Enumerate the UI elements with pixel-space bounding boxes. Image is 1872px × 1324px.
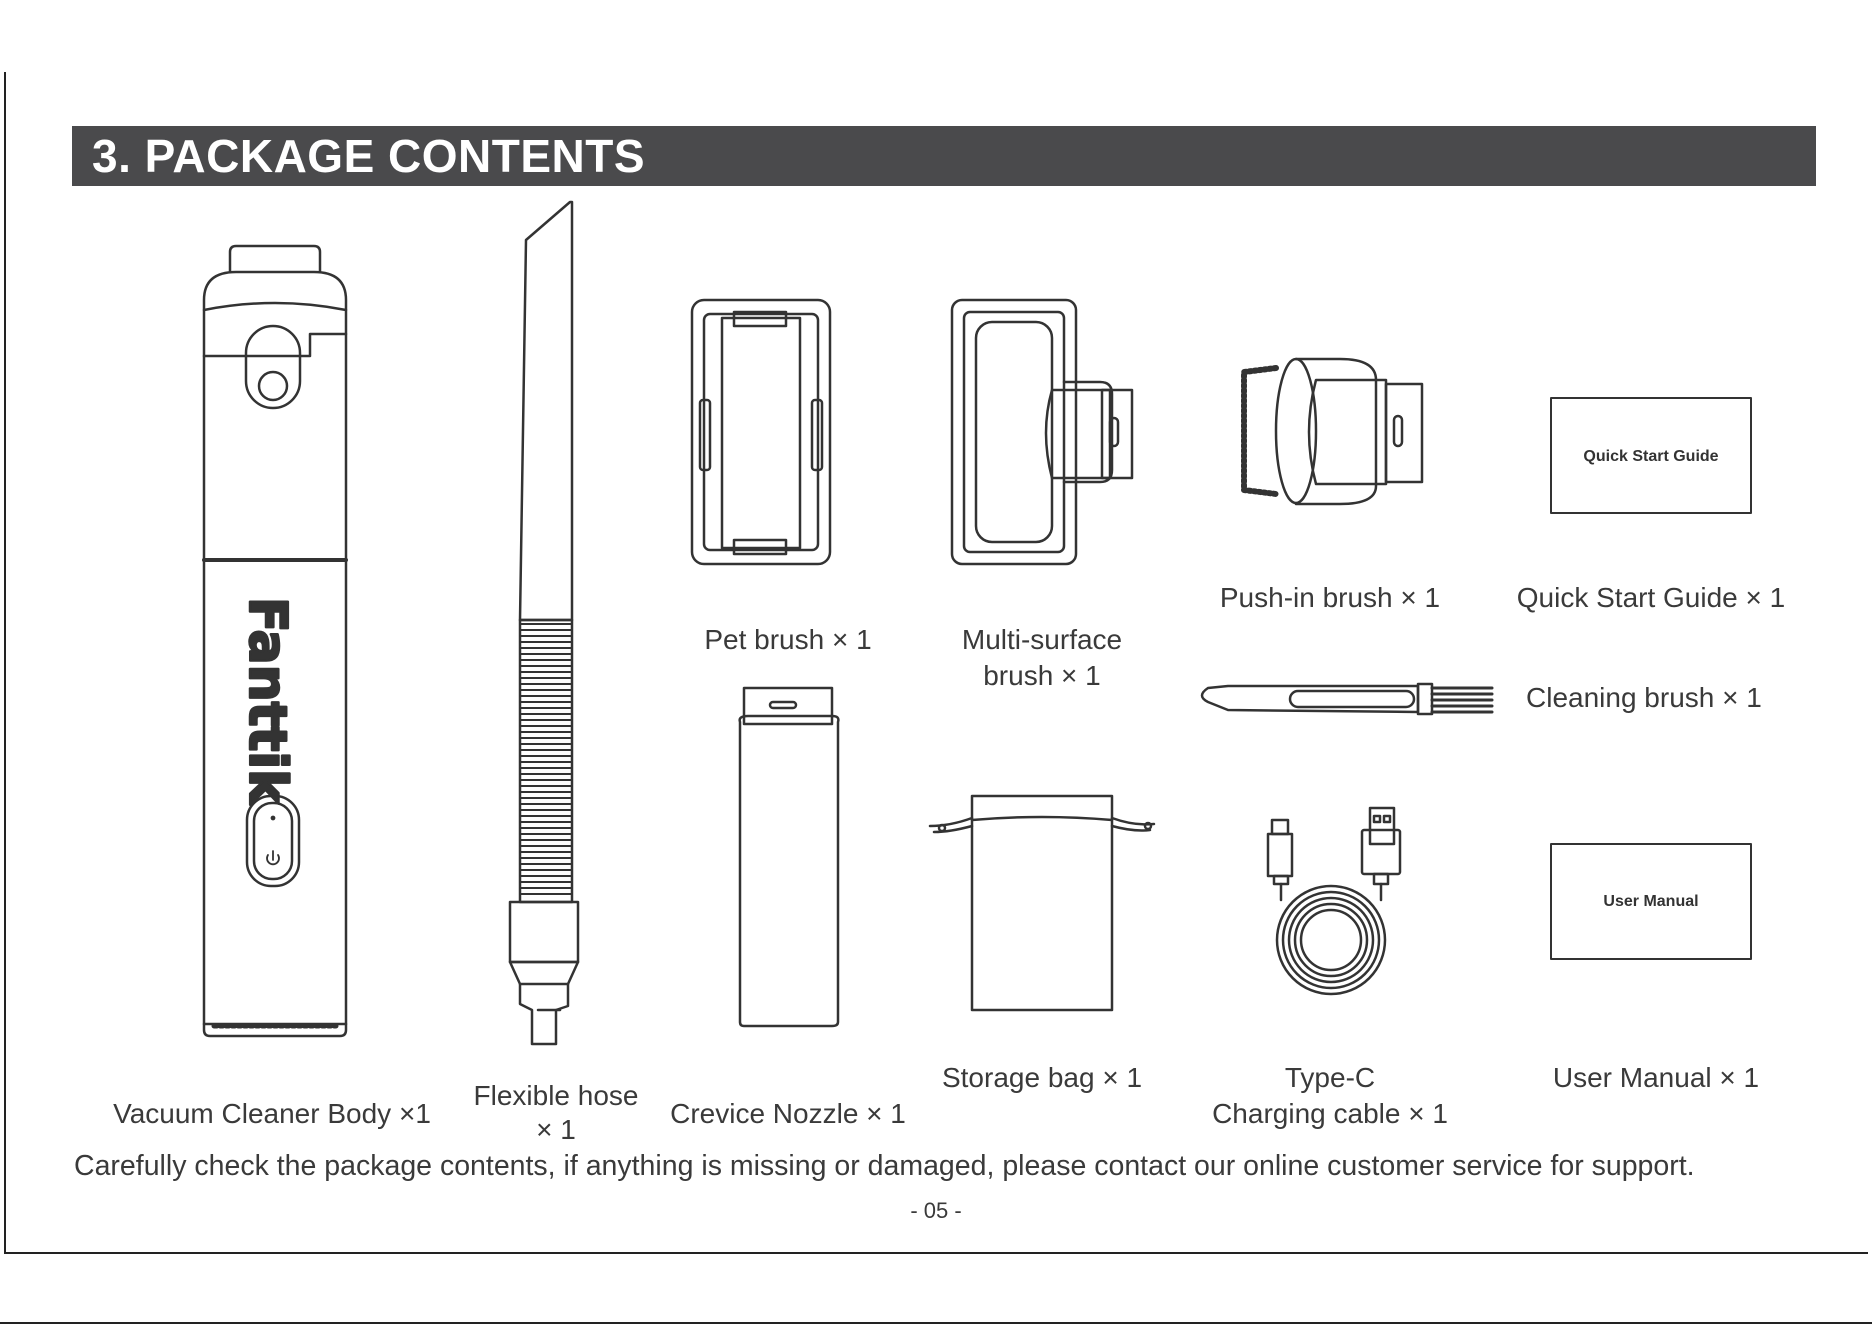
cleaning-brush-illustration (1200, 682, 1494, 716)
page-frame-bottom (4, 1252, 1868, 1254)
storage-bag-illustration (928, 794, 1156, 1012)
type-c-cable-illustration (1266, 806, 1402, 996)
label-multi-surface-line1: Multi-surface (961, 624, 1123, 655)
label-cleaning-brush: Cleaning brush × 1 (1526, 682, 1762, 713)
label-pet-brush: Pet brush × 1 (704, 624, 872, 655)
power-icon (266, 815, 280, 866)
label-push-in-brush: Push-in brush × 1 (1219, 582, 1441, 613)
user-manual-box-label: User Manual (1603, 893, 1698, 910)
vacuum-body-illustration (202, 244, 348, 1038)
label-quick-start-guide: Quick Start Guide × 1 (1516, 582, 1786, 613)
crevice-nozzle-illustration (738, 686, 840, 1028)
push-in-brush-illustration (1241, 357, 1424, 506)
label-flexible-hose-line2: × 1 (536, 1114, 576, 1145)
label-type-c-line2: Charging cable × 1 (1212, 1098, 1448, 1129)
section-header: 3. PACKAGE CONTENTS (72, 126, 1816, 186)
page-number: - 05 - (910, 1198, 962, 1223)
label-type-c-line1: Type-C (1284, 1062, 1376, 1093)
label-multi-surface-line2: brush × 1 (983, 660, 1101, 691)
flexible-hose-illustration (508, 200, 580, 1046)
user-manual-box (1550, 843, 1752, 960)
label-crevice-nozzle: Crevice Nozzle × 1 (670, 1098, 906, 1129)
label-flexible-hose-line1: Flexible hose (473, 1080, 639, 1111)
quick-start-guide-box-label: Quick Start Guide (1583, 448, 1718, 465)
label-vacuum-body: Vacuum Cleaner Body ×1 (113, 1098, 431, 1129)
package-check-notice: Carefully check the package contents, if… (74, 1150, 1695, 1182)
brand-logo-text: Fanttik (237, 597, 297, 805)
pet-brush-illustration (690, 298, 832, 566)
label-user-manual: User Manual × 1 (1552, 1062, 1760, 1093)
section-title: 3. PACKAGE CONTENTS (92, 130, 646, 182)
multi-surface-brush-illustration (950, 298, 1134, 566)
page-frame-left (4, 72, 6, 1254)
page-frame-bottom-edge (0, 1322, 1872, 1324)
quick-start-guide-box (1550, 397, 1752, 514)
label-storage-bag: Storage bag × 1 (941, 1062, 1143, 1093)
